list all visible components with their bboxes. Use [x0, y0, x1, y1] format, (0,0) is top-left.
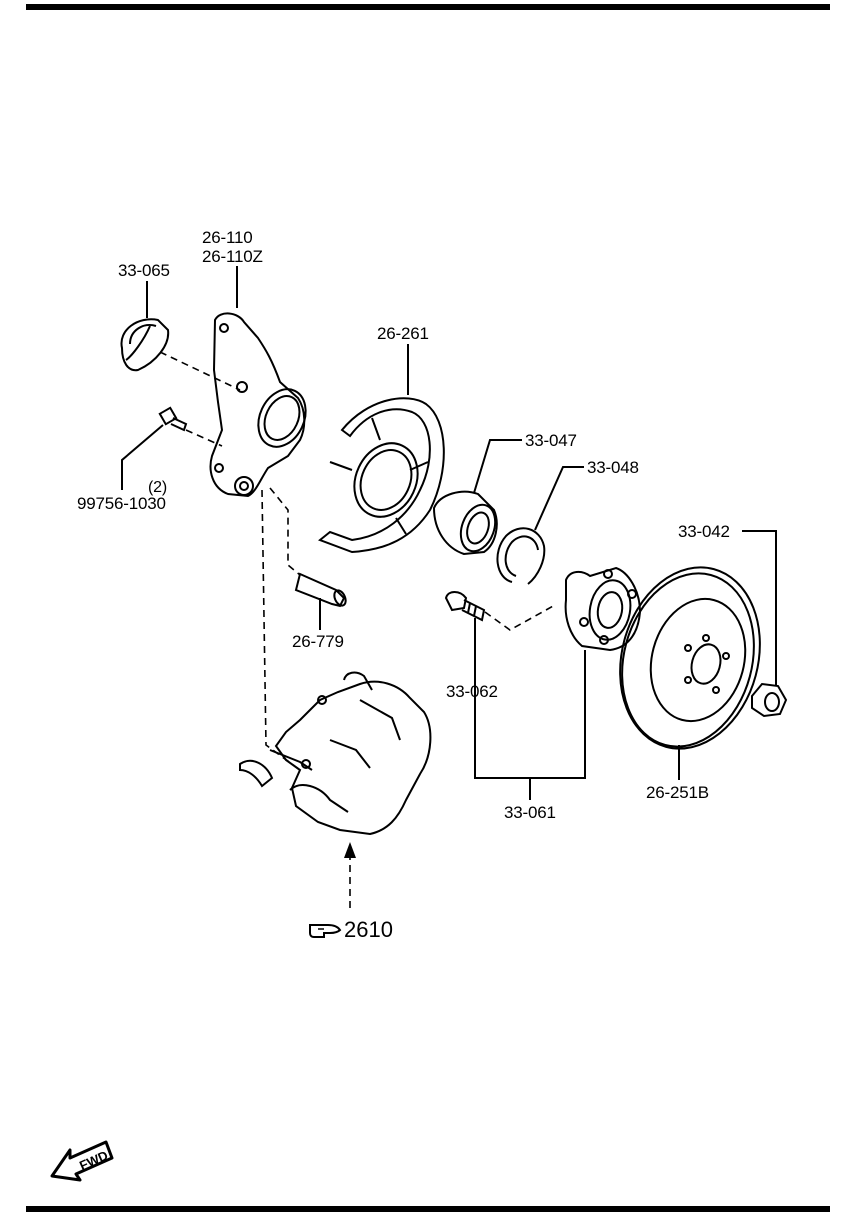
bolt-part	[158, 406, 188, 432]
fwd-arrow-icon: FWD	[50, 1140, 114, 1182]
reference-label: 2610	[344, 917, 393, 942]
leader-bearing	[473, 439, 522, 494]
label-hub-bolt: 33-062	[446, 682, 498, 701]
label-disc: 26-251B	[646, 783, 709, 802]
leader-hub-nut	[742, 530, 777, 686]
knuckle-part	[209, 312, 307, 498]
label-knuckle-a: 26-110	[202, 228, 253, 247]
leader-bolt	[121, 424, 164, 490]
label-bearing: 33-047	[525, 431, 577, 450]
label-pin: 26-779	[292, 632, 344, 651]
hub-bolt-part	[444, 591, 486, 622]
dash-bolt-knuckle	[185, 429, 223, 447]
caliper-arrowhead	[344, 842, 356, 858]
label-cap: 33-065	[118, 261, 170, 280]
reference-callout[interactable]: 2610	[308, 917, 393, 943]
top-border	[26, 4, 830, 10]
dash-hubbolt-hub	[484, 604, 556, 631]
label-dust-shield: 26-261	[377, 324, 429, 343]
label-snap-ring: 33-048	[587, 458, 639, 477]
leader-snap-ring	[534, 466, 584, 531]
label-bolt: 99756-1030	[77, 494, 166, 513]
caliper-part	[239, 671, 432, 836]
pointing-hand-icon	[309, 924, 342, 938]
label-knuckle-b: 26-110Z	[202, 247, 263, 266]
disc-part	[619, 566, 761, 750]
dust-shield-part	[318, 397, 445, 554]
cap-part	[120, 318, 170, 372]
pin-part	[294, 572, 347, 608]
snap-ring-part	[496, 527, 546, 585]
hub-nut-part	[751, 682, 788, 718]
dash-knuckle-pin	[269, 487, 301, 576]
label-hub-assy: 33-061	[504, 803, 556, 822]
dash-cap-knuckle	[159, 351, 241, 391]
bearing-part	[432, 490, 498, 556]
label-hub-nut: 33-042	[678, 522, 730, 541]
bottom-border	[26, 1206, 830, 1212]
label-bolt-qty: (2)	[148, 479, 167, 496]
dash-knuckle-caliper	[261, 489, 301, 771]
